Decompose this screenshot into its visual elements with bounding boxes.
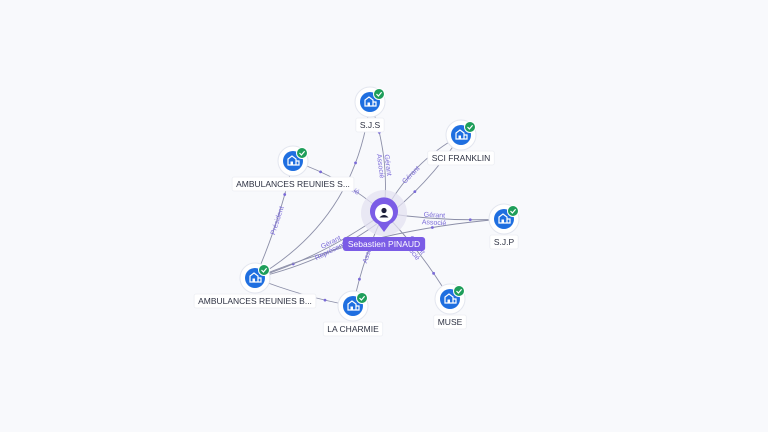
- edge-label: Gérant: [383, 154, 393, 176]
- company-node-sjs[interactable]: S.J.S: [354, 86, 386, 133]
- building-door: [367, 102, 370, 106]
- company-name: S.J.P: [494, 237, 515, 247]
- company-name: SCI FRANKLIN: [432, 153, 491, 163]
- company-label: AMBULANCES REUNIES B...: [193, 293, 317, 309]
- building-glyph: [287, 155, 300, 166]
- company-label: S.J.P: [489, 234, 519, 250]
- company-node-ambulances-b[interactable]: AMBULANCES REUNIES B...: [193, 262, 317, 309]
- building-door: [447, 299, 450, 303]
- edge-label-group: Président: [270, 206, 286, 236]
- company-node-muse[interactable]: MUSE: [433, 283, 467, 330]
- edge-arrow-icon: [283, 193, 287, 196]
- company-name: LA CHARMIE: [327, 324, 379, 334]
- edge-arrow-icon: [319, 170, 322, 174]
- company-label: SCI FRANKLIN: [427, 150, 495, 166]
- building-glyph: [249, 272, 262, 283]
- building-door: [350, 306, 353, 310]
- check-icon: [507, 205, 519, 217]
- person-node[interactable]: Sebastien PINAUD: [342, 190, 426, 251]
- company-node-sjp[interactable]: S.J.P: [488, 203, 520, 250]
- company-label: S.J.S: [355, 117, 385, 133]
- edge-arrow-icon: [323, 298, 327, 302]
- company-name: MUSE: [438, 317, 463, 327]
- check-icon: [453, 285, 465, 297]
- edge-arrow-icon: [430, 226, 434, 229]
- edge-arrow-icon: [432, 271, 436, 275]
- nodes-layer: S.J.S SCI FRANKLIN AMBULANCES REUNIES S...…: [193, 86, 520, 337]
- check-icon: [356, 292, 368, 304]
- check-icon: [464, 121, 476, 133]
- company-label: MUSE: [433, 314, 467, 330]
- building-glyph: [347, 300, 360, 311]
- edge-label-group: Gérant: [401, 165, 421, 185]
- building-glyph: [444, 293, 457, 304]
- check-icon: [373, 88, 385, 100]
- building-glyph: [455, 129, 468, 140]
- building-door: [252, 278, 255, 282]
- company-name: S.J.S: [360, 120, 381, 130]
- edge-arrow-icon: [413, 190, 417, 194]
- company-node-la-charmie[interactable]: LA CHARMIE: [322, 290, 384, 337]
- person-label: Sebastien PINAUD: [342, 237, 426, 251]
- edge-label: Président: [270, 206, 286, 236]
- building-door: [458, 135, 461, 139]
- company-node-ambulances-s[interactable]: AMBULANCES REUNIES S...: [231, 145, 355, 192]
- building-door: [290, 161, 293, 165]
- edge-label: Associé: [422, 219, 447, 227]
- edge-arrow-icon: [358, 277, 361, 281]
- person-name: Sebastien PINAUD: [348, 239, 420, 249]
- edge-label: Associé: [375, 154, 385, 179]
- company-label: AMBULANCES REUNIES S...: [231, 176, 355, 192]
- edge-arrow-icon: [354, 161, 357, 165]
- building-glyph: [364, 96, 377, 107]
- building-door: [501, 219, 504, 223]
- company-name: AMBULANCES REUNIES B...: [198, 296, 312, 306]
- company-node-sci-franklin[interactable]: SCI FRANKLIN: [427, 119, 495, 166]
- check-icon: [258, 264, 270, 276]
- edge-label: Gérant: [424, 212, 446, 220]
- edge-arrow-icon: [468, 218, 472, 222]
- company-name: AMBULANCES REUNIES S...: [236, 179, 350, 189]
- building-glyph: [498, 213, 511, 224]
- check-icon: [296, 147, 308, 159]
- company-label: LA CHARMIE: [322, 321, 384, 337]
- edge-label: Gérant: [401, 165, 421, 185]
